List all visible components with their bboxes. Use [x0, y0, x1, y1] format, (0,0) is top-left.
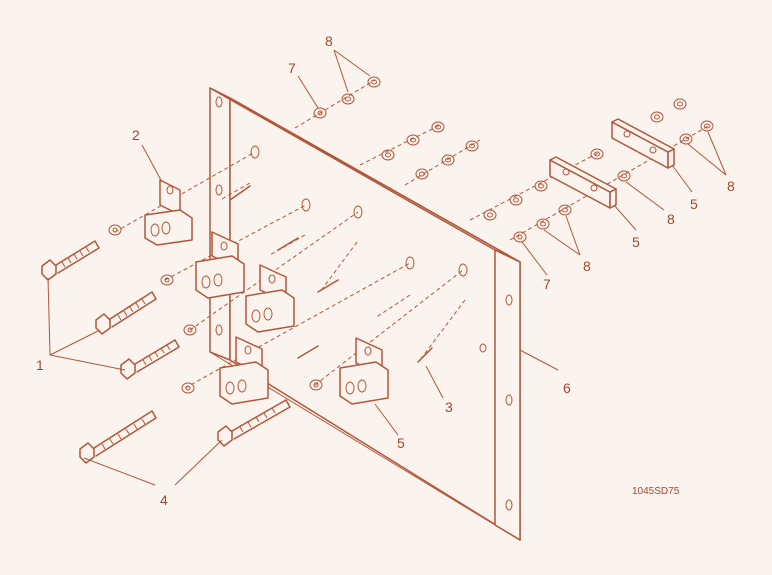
bolt: [41, 240, 100, 281]
terminal-lug: [245, 264, 295, 333]
bolt: [95, 291, 157, 335]
washers: [108, 107, 527, 394]
callout-2: 2: [132, 127, 140, 143]
terminal-lug: [195, 231, 245, 299]
leader-lines: [47, 49, 727, 486]
callout-3: 3: [445, 399, 453, 415]
callout-5: 5: [632, 234, 640, 250]
callout-8: 8: [667, 211, 675, 227]
terminal-lug: [219, 336, 269, 405]
terminal-lug-item-2: [144, 179, 193, 246]
callout-7: 7: [288, 60, 296, 76]
callout-8: 8: [325, 33, 333, 49]
callout-8: 8: [583, 258, 591, 274]
link-bar: [549, 156, 617, 209]
studs: [229, 185, 433, 363]
callout-1: 1: [36, 357, 44, 373]
callout-5: 5: [397, 435, 405, 451]
callout-7: 7: [543, 276, 551, 292]
bolt: [79, 410, 157, 464]
callout-8: 8: [727, 178, 735, 194]
nuts: [341, 76, 714, 230]
callout-5: 5: [690, 196, 698, 212]
bolt: [120, 339, 180, 380]
figure-code: 1045SD75: [632, 486, 680, 497]
bolt: [217, 399, 291, 447]
callout-6: 6: [563, 380, 571, 396]
callout-4: 4: [160, 492, 168, 508]
link-bar: [611, 118, 675, 169]
terminal-lug: [339, 337, 389, 405]
